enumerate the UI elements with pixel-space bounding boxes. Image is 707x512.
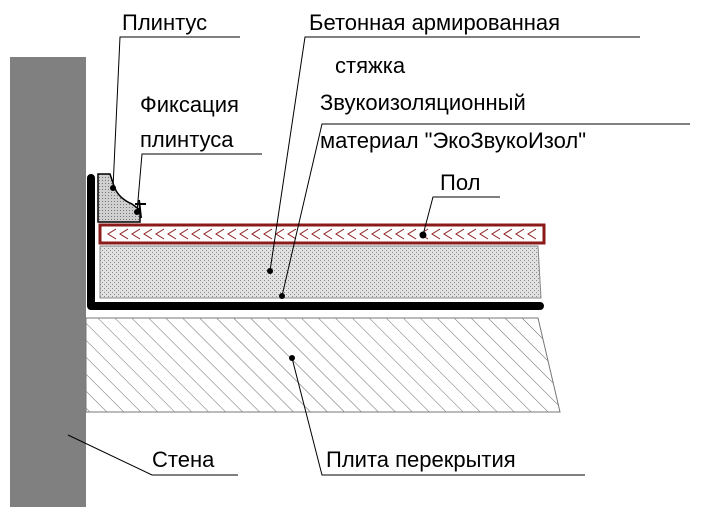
floor-chevron [467,228,477,240]
label-fixation-1: Фиксация [140,92,239,117]
label-screed-2: стяжка [335,53,406,78]
floor-chevron [251,228,261,240]
floor-chevron [371,228,381,240]
label-floor: Пол [440,170,480,195]
floor-chevron [119,228,129,240]
floor-chevron [515,228,525,240]
floor-chevron [479,228,489,240]
label-soundproof-1: Звукоизоляционный [320,90,526,115]
concrete-screed [99,245,542,299]
floor-chevron [503,228,513,240]
floor-chevron [167,228,177,240]
floor-chevron [155,228,165,240]
floor-chevron [443,228,453,240]
floor-chevron [107,228,117,240]
floor-chevron [527,228,537,240]
floor-chevron [491,228,501,240]
floor-chevron [407,228,417,240]
floor-chevron [191,228,201,240]
floor-chevron [287,228,297,240]
soundproof-layer [87,174,544,310]
label-fixation-2: плинтуса [140,127,234,152]
floor-chevron [311,228,321,240]
floor-chevron [203,228,213,240]
floor-chevron [239,228,249,240]
label-slab: Плита перекрытия [326,447,516,472]
label-plinth: Плинтус [122,10,207,35]
label-screed-1: Бетонная армированная [309,10,560,35]
floor-chevron [383,228,393,240]
floor-chevron [143,228,153,240]
floor-pattern [107,228,537,240]
floor-chevron [455,228,465,240]
floor-chevron [359,228,369,240]
floor-chevron [431,228,441,240]
wall [10,57,86,507]
floor-chevron [335,228,345,240]
floor-chevron [227,228,237,240]
floor-chevron [323,228,333,240]
plinth-icon [97,173,141,223]
label-wall: Стена [152,447,215,472]
leader-lines [67,36,690,476]
floor-covering [98,223,546,245]
floor-chevron [131,228,141,240]
floor-chevron [263,228,273,240]
floor-chevron [395,228,405,240]
label-soundproof-2: материал "ЭкоЗвукоИзол" [320,128,586,153]
floor-chevron [347,228,357,240]
leader-dots [110,185,427,361]
floor-chevron [179,228,189,240]
floor-chevron [299,228,309,240]
floor-chevron [215,228,225,240]
screw-icon [135,199,146,219]
floor-slab [85,317,561,413]
